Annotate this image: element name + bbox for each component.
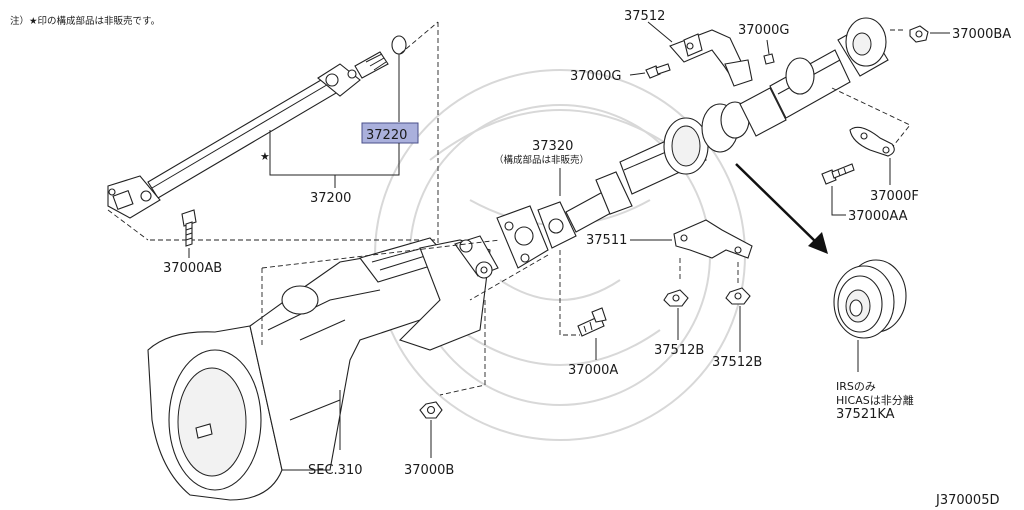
label-hicas-note: HICASは非分離 [836,393,914,407]
bolt-37000G-top[interactable] [763,39,775,65]
highlight-box [361,122,419,144]
label-37200: 37200 [310,191,351,206]
nut-37512B-b[interactable] [725,287,751,305]
label-37000A: 37000A [568,363,618,378]
label-37000BA: 37000BA [952,27,1011,42]
bracket-37511[interactable] [673,219,753,259]
label-37511: 37511 [586,233,627,248]
nut-37000BA[interactable] [909,25,929,43]
label-37000G-left: 37000G [570,69,621,84]
center-bearing-37521KA[interactable] [833,259,907,339]
label-37000G-top: 37000G [738,23,789,38]
washer-37000F[interactable] [849,126,895,157]
bolt-37000G-left[interactable] [645,63,671,79]
label-37000AB: 37000AB [163,261,222,276]
label-37320: 37320 [532,139,573,154]
direction-arrow [735,163,828,254]
label-37512: 37512 [624,9,665,24]
bolt-37000AA[interactable] [821,163,855,185]
label-irs-only: IRSのみ [836,380,876,393]
bolt-37000AB[interactable] [181,209,197,247]
bolt-37000A[interactable] [577,307,607,337]
bracket-37512[interactable] [669,29,753,87]
header-note: 注）★印の構成部品は非販売です。 [10,15,160,27]
nut-37512B-a[interactable] [663,289,689,307]
label-sec310: SEC.310 [308,463,363,478]
label-37000F: 37000F [870,189,919,204]
label-37220: 37220 [366,128,407,143]
label-37512B-b: 37512B [712,355,762,370]
propeller-shaft-37320[interactable] [496,17,889,269]
part-37220-callout[interactable]: 37220 [361,122,419,144]
nut-37000B[interactable] [419,401,443,419]
label-37512B-a: 37512B [654,343,704,358]
diagram-id: J370005D [935,493,999,508]
propeller-shaft-37200[interactable] [107,51,389,219]
label-37521KA: 37521KA [836,407,895,422]
label-37320-note: （構成部品は非販売） [494,154,589,166]
label-37000B: 37000B [404,463,454,478]
transmission-sec310[interactable] [147,235,499,501]
star-marker: ★ [260,150,270,163]
label-37000AA: 37000AA [848,209,908,224]
